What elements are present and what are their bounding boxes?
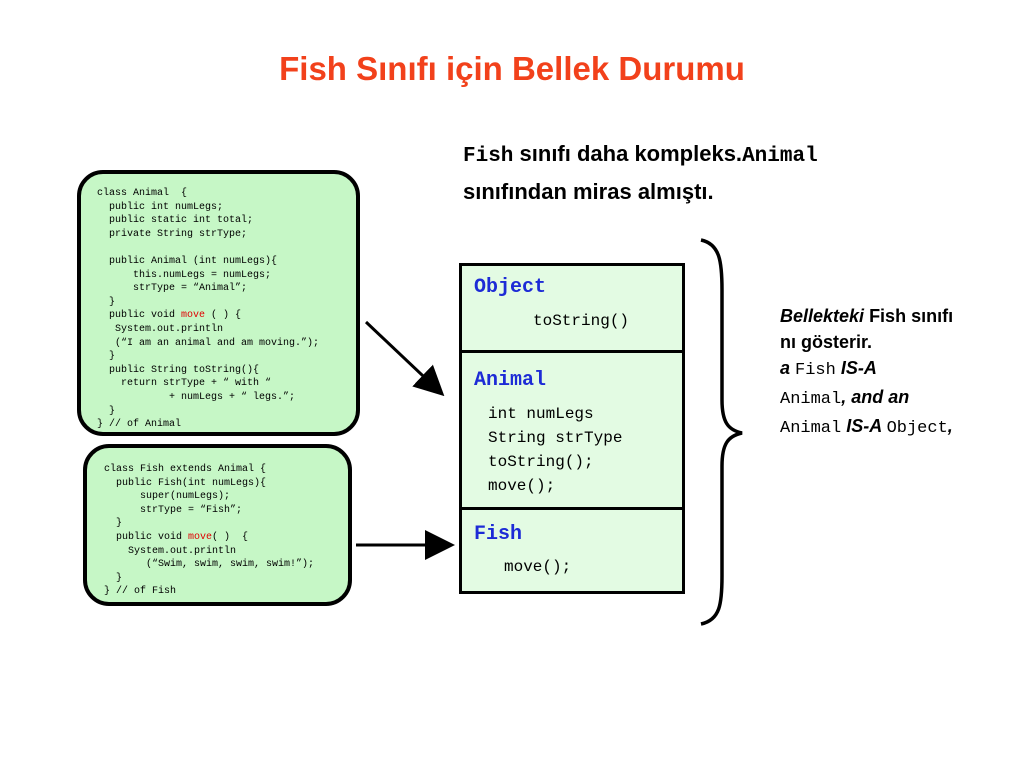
- bellek-animal-code-1: Animal: [780, 390, 842, 409]
- bellek-word-4: a: [780, 358, 796, 378]
- fish-code-text: class Fish extends Animal { public Fish(…: [104, 463, 348, 599]
- bellek-word-1: Bellekteki: [780, 306, 865, 326]
- animal-code-part-1: class Animal { public int numLegs; publi…: [97, 188, 278, 322]
- bellek-word-3: nı gösterir.: [780, 332, 873, 352]
- bellek-object-code: Object: [886, 419, 948, 438]
- animal-code-part-2: ( ) { System.out.println (“I am an anima…: [97, 310, 320, 431]
- bellek-is-a-2: IS-A: [841, 416, 887, 436]
- memory-explanation: Bellekteki Fish sınıfı nı gösterir. a Fi…: [780, 303, 1020, 442]
- bellek-and-an: , and an: [841, 387, 910, 407]
- animal-move-keyword: move: [181, 310, 206, 322]
- memory-fish-section: Fish move();: [462, 510, 682, 591]
- bellek-fish-code: Fish: [795, 361, 836, 380]
- bellek-animal-code-2: Animal: [780, 419, 842, 438]
- intro-text: Fish sınıfı daha kompleks.Animal sınıfın…: [463, 136, 983, 209]
- bellek-is-a-1: IS-A: [835, 358, 877, 378]
- intro-text-1: sınıfı daha kompleks.: [513, 141, 743, 166]
- memory-animal-line-2: String strType: [488, 429, 623, 447]
- right-curly-brace: [700, 238, 743, 626]
- fish-code-part-2: ( ) { System.out.println (“Swim, swim, s…: [104, 531, 315, 598]
- memory-animal-header: Animal: [474, 369, 547, 392]
- memory-object-line-1: toString(): [533, 312, 630, 330]
- memory-animal-line-1: int numLegs: [488, 405, 594, 423]
- memory-fish-line-1: move();: [504, 558, 572, 576]
- memory-fish-header: Fish: [474, 523, 523, 546]
- fish-move-keyword: move: [188, 531, 213, 543]
- memory-animal-section: Animal int numLegs String strType toStri…: [462, 353, 682, 507]
- memory-diagram: Object toString() Animal int numLegs Str…: [459, 263, 685, 594]
- fish-code-part-1: class Fish extends Animal { public Fish(…: [104, 464, 267, 543]
- memory-animal-line-4: move();: [488, 477, 556, 495]
- memory-object-header: Object: [474, 276, 547, 299]
- page-title: Fish Sınıfı için Bellek Durumu: [279, 50, 745, 87]
- intro-text-2: sınıfından miras almıştı.: [463, 179, 714, 204]
- animal-class-code: class Animal { public int numLegs; publi…: [77, 170, 360, 436]
- bellek-comma: ,: [947, 416, 953, 436]
- fish-class-code: class Fish extends Animal { public Fish(…: [83, 444, 352, 606]
- arrow-animal-to-memory: [364, 320, 445, 397]
- intro-fish-code: Fish: [463, 145, 514, 168]
- memory-animal-line-3: toString();: [488, 453, 594, 471]
- bellek-word-2: Fish sınıfı: [864, 306, 954, 326]
- animal-code-text: class Animal { public int numLegs; publi…: [97, 187, 356, 432]
- memory-object-section: Object toString(): [462, 266, 682, 350]
- intro-animal-code: Animal: [742, 145, 818, 168]
